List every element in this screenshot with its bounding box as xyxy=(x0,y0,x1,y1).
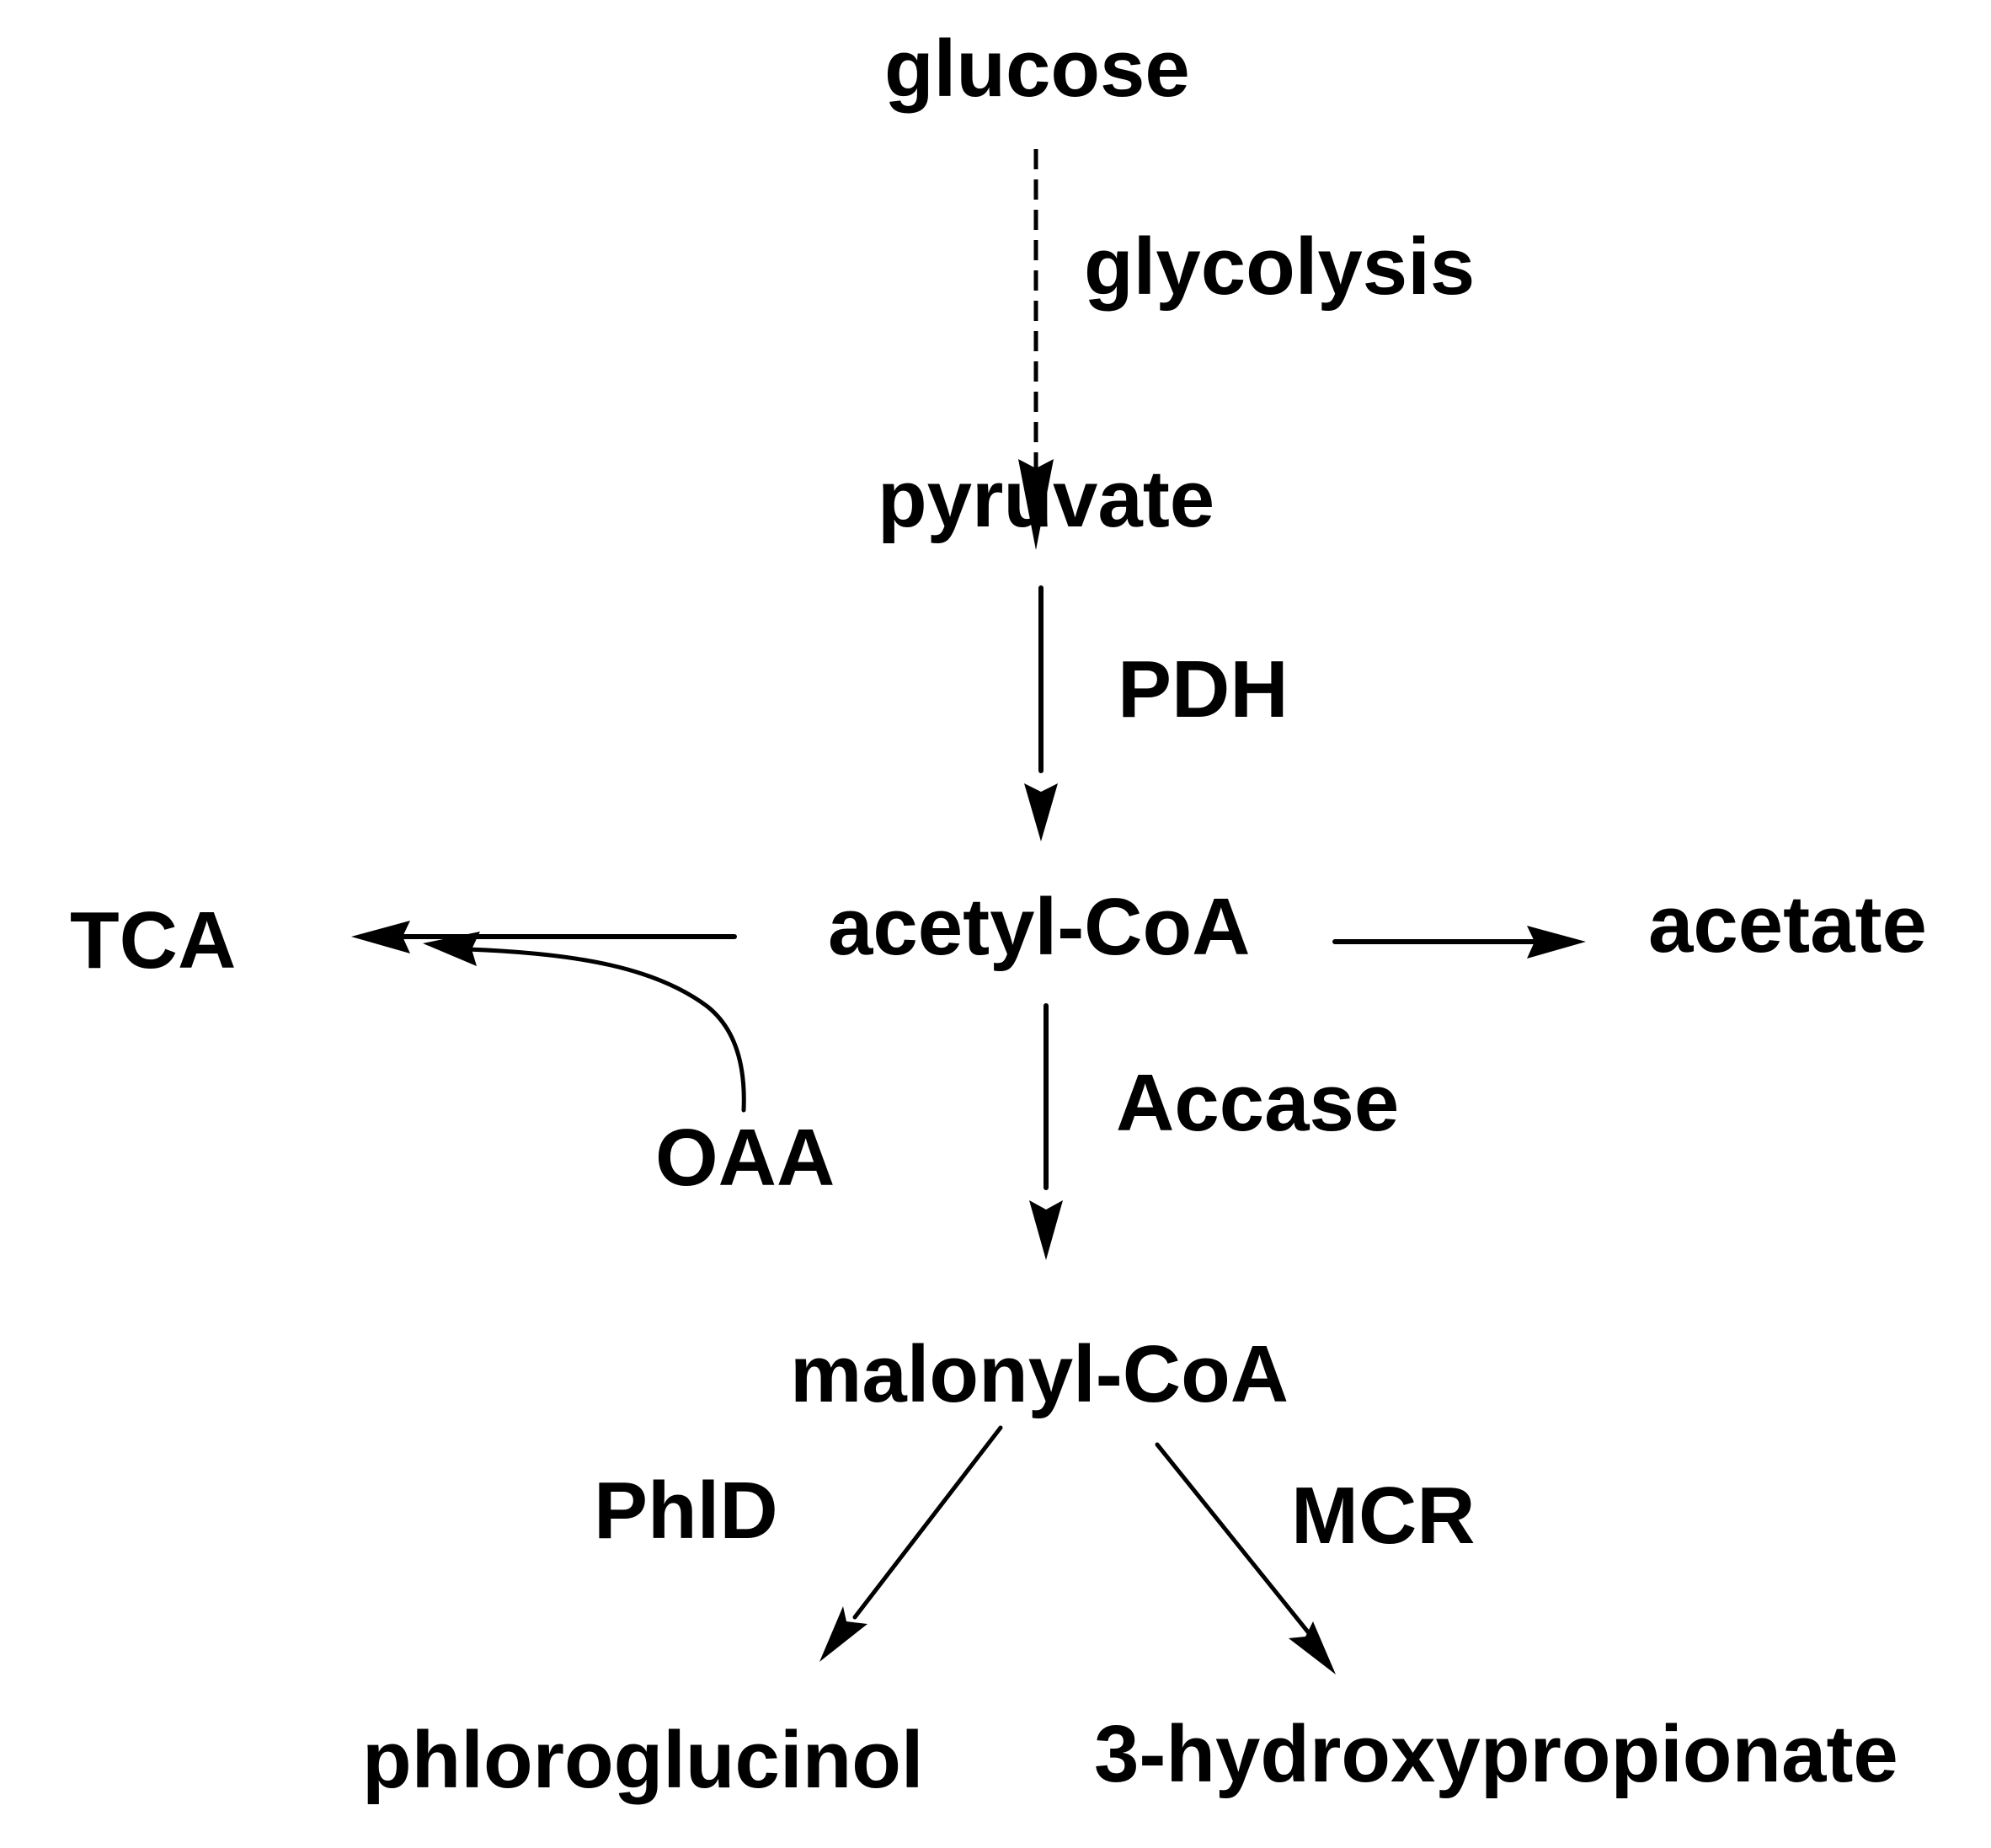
edge-acetylcoa-tca xyxy=(351,921,737,953)
metabolite-3-hydroxypropionate: 3-hydroxypropionate xyxy=(1094,1709,1898,1799)
arrowhead-icon xyxy=(1024,783,1058,841)
metabolite-glucose: glucose xyxy=(884,24,1190,114)
enzyme-glycolysis: glycolysis xyxy=(1084,222,1475,312)
edge-acetylcoa-acetate xyxy=(1332,926,1586,959)
enzyme-phld: PhlD xyxy=(594,1466,778,1556)
metabolite-tca: TCA xyxy=(70,895,236,985)
metabolite-pyruvate: pyruvate xyxy=(878,454,1214,544)
arrow-line xyxy=(852,1425,1003,1620)
edge-pyruvate-acetylcoa xyxy=(1024,585,1058,841)
edge-malonylcoa-phloroglucinol xyxy=(819,1425,1003,1662)
edge-malonylcoa-hydroxypropionate xyxy=(1155,1442,1336,1674)
edge-acetylcoa-malonylcoa xyxy=(1029,1003,1063,1260)
enzyme-mcr: MCR xyxy=(1291,1471,1476,1561)
metabolite-acetate: acetate xyxy=(1648,879,1927,969)
curved-arrow-line xyxy=(465,947,746,1113)
arrowhead-icon xyxy=(819,1606,867,1662)
metabolite-acetyl-coa: acetyl-CoA xyxy=(828,882,1250,972)
metabolite-oaa: OAA xyxy=(655,1113,835,1203)
edge-oaa-tca xyxy=(423,932,746,1113)
edge-glucose-pyruvate xyxy=(1018,149,1054,550)
arrowhead-icon xyxy=(1018,459,1054,550)
enzyme-pdh: PDH xyxy=(1118,644,1289,734)
arrowhead-icon xyxy=(1527,926,1586,959)
arrowhead-icon xyxy=(351,921,410,953)
arrowhead-icon xyxy=(423,932,480,966)
metabolite-phloroglucinol: phloroglucinol xyxy=(362,1715,924,1805)
arrow-line xyxy=(1155,1442,1312,1637)
enzyme-accase: Accase xyxy=(1116,1058,1399,1148)
metabolite-malonyl-coa: malonyl-CoA xyxy=(790,1329,1289,1419)
arrowhead-icon xyxy=(1289,1621,1336,1674)
arrowhead-icon xyxy=(1029,1200,1063,1260)
